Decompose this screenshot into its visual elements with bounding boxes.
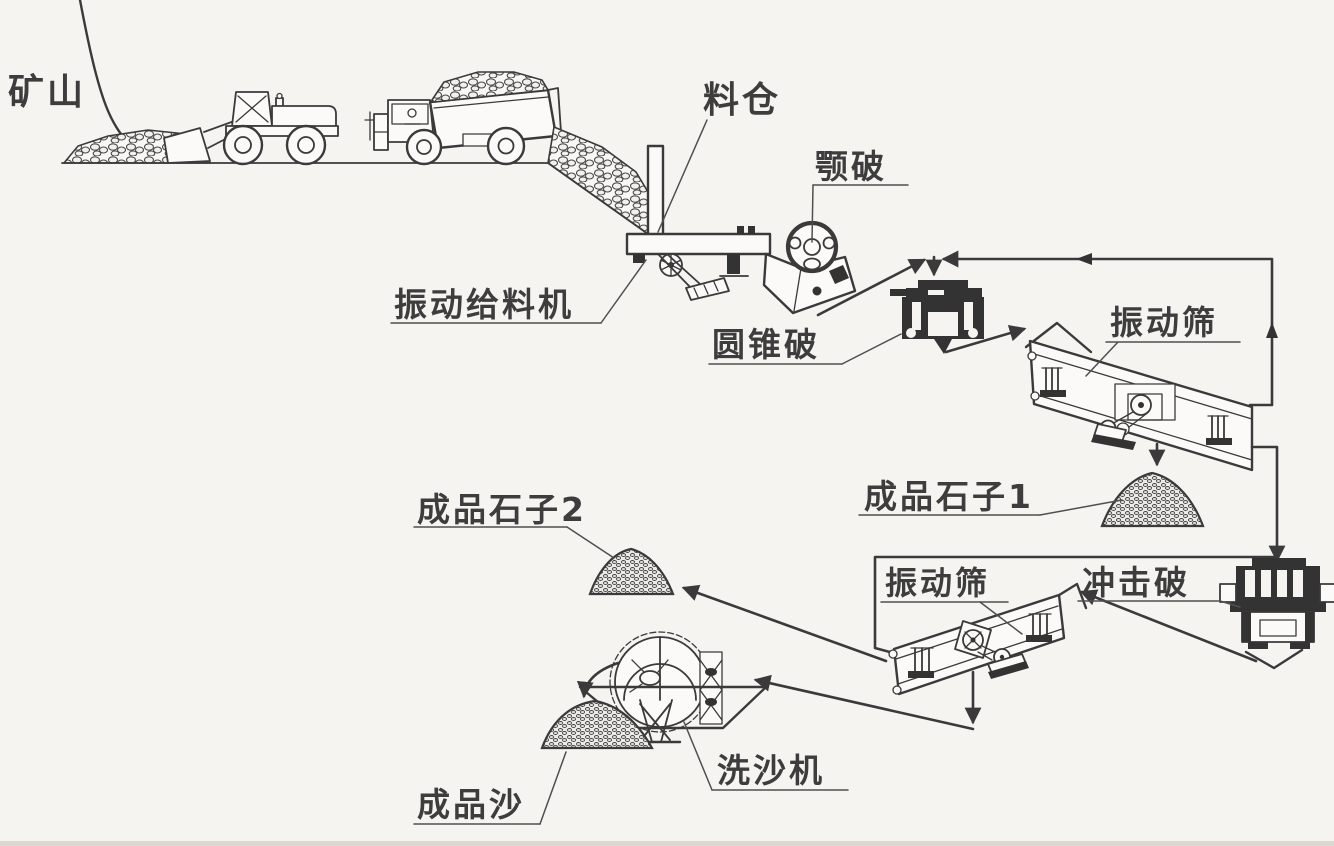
jaw-crusher-icon: [762, 220, 857, 315]
label-sand-washer-leader: [683, 721, 713, 791]
annotation-sand-washer: 洗沙机: [683, 721, 849, 791]
flow-screen2-to-washer: [753, 670, 982, 731]
label-finished-sand-leader: [539, 751, 567, 825]
label-jaw-crusher-leader: [811, 184, 814, 243]
label-sand-washer: 洗沙机: [717, 751, 825, 790]
label-cone-crusher: 圆锥破: [712, 325, 820, 364]
stone-pile-2-icon: [588, 547, 675, 596]
annotation-cone-crusher: 圆锥破: [708, 325, 902, 365]
flow-screen1-to-impact-crusher: [1250, 445, 1279, 554]
annotation-mine: 矿山: [8, 72, 86, 113]
label-vibrating-feeder-leader: [600, 259, 647, 324]
flow-impact-to-screen2: [1079, 589, 1258, 663]
label-vibrating-screen-1: 振动筛: [1110, 303, 1218, 342]
annotation-vibrating-feeder: 振动给料机: [390, 259, 647, 324]
flow-washer-to-sand-pile: [576, 661, 620, 699]
annotation-vibrating-screen-2: 振动筛: [880, 564, 1023, 635]
label-vibrating-screen-1-leader: [1085, 341, 1119, 377]
stone-pile-1-icon: [1100, 471, 1205, 528]
impact-crusher-icon: [1219, 558, 1334, 670]
sand-washer-icon: [578, 631, 768, 744]
label-mine: 矿山: [8, 72, 86, 113]
flow-screen1-oversize-return: [941, 250, 1278, 407]
flow-cone-to-screen1: [944, 324, 1027, 354]
label-hopper-leader: [657, 119, 708, 233]
label-impact-crusher-leader: [1219, 600, 1241, 608]
label-finished-stone-2: 成品石子2: [417, 490, 587, 529]
label-jaw-crusher: 颚破: [815, 147, 887, 186]
label-finished-stone-1: 成品石子1: [864, 477, 1034, 516]
label-cone-crusher-leader: [841, 333, 902, 365]
cone-crusher-icon: [890, 280, 984, 354]
label-finished-stone-1-leader: [1039, 499, 1123, 516]
wheel-loader-icon: [163, 91, 339, 166]
label-finished-stone-2-leader: [566, 526, 615, 559]
annotation-finished-sand: 成品沙: [413, 751, 567, 825]
label-vibrating-feeder: 振动给料机: [394, 285, 574, 324]
sand-pile-icon: [540, 699, 654, 750]
feed-rock-pile: [547, 125, 649, 236]
annotation-impact-crusher: 冲击破: [1077, 563, 1241, 608]
vibrating-feeder-icon: [625, 226, 772, 301]
flow-jaw-to-cone: [816, 258, 927, 317]
annotation-jaw-crusher: 颚破: [811, 147, 909, 243]
label-hopper: 料仓: [703, 80, 781, 121]
label-finished-sand: 成品沙: [417, 785, 525, 824]
annotation-vibrating-screen-1: 振动筛: [1085, 303, 1241, 377]
vibrating-screen-2-icon: [888, 582, 1088, 696]
bottom-edge-strip: [0, 841, 1334, 846]
dump-truck-icon: [364, 71, 562, 166]
annotation-finished-stone-2: 成品石子2: [413, 490, 615, 559]
vibrating-screen-1-icon: [1024, 321, 1254, 472]
flow-screen2-to-stone-pile-2: [681, 584, 888, 663]
label-vibrating-screen-2: 振动筛: [885, 564, 990, 602]
annotation-finished-stone-1: 成品石子1: [858, 477, 1123, 516]
label-vibrating-screen-2-leader: [979, 601, 1023, 635]
annotation-hopper: 料仓: [657, 80, 781, 233]
label-impact-crusher: 冲击破: [1082, 563, 1190, 602]
